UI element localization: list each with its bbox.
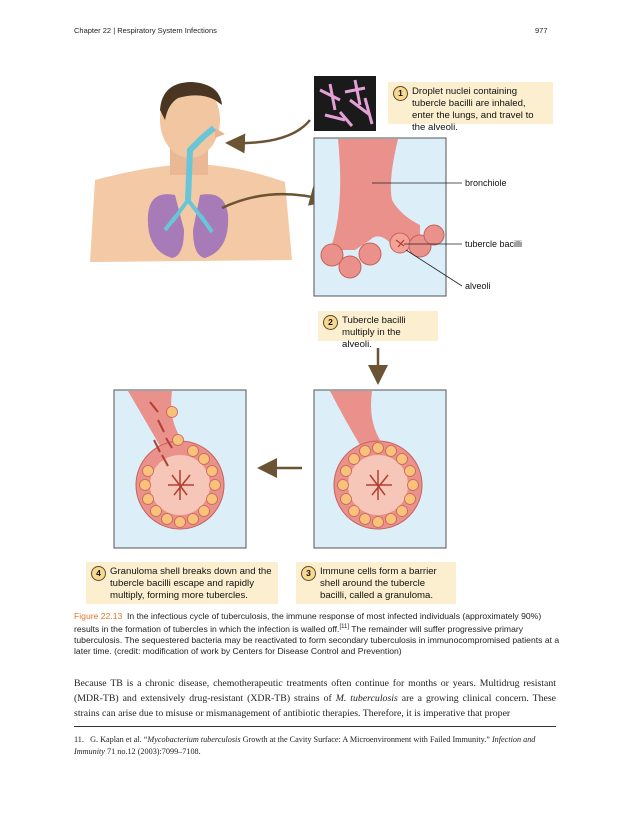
step-1-callout: 1 Droplet nuclei containing tubercle bac… xyxy=(388,82,553,133)
step-number: 1 xyxy=(393,86,408,101)
arrow-to-nose xyxy=(225,119,311,154)
human-figure xyxy=(90,82,292,262)
step-3-callout: 3 Immune cells form a barrier shell arou… xyxy=(296,562,456,604)
label-tubercle-bacilli: tubercle bacilli xyxy=(465,239,523,249)
figure-caption: Figure 22.13 In the infectious cycle of … xyxy=(74,611,560,657)
running-header: Chapter 22 | Respiratory System Infectio… xyxy=(74,26,217,35)
broken-granuloma-panel xyxy=(113,389,247,549)
step-2-callout: 2 Tubercle bacilli multiply in the alveo… xyxy=(318,311,438,350)
step-number: 4 xyxy=(91,566,106,581)
citation-ref[interactable]: [11] xyxy=(339,624,349,631)
footnote: 11. G. Kaplan et al. “Mycobacterium tube… xyxy=(74,735,536,756)
tb-infection-figure xyxy=(90,76,463,549)
granuloma-panel xyxy=(313,389,447,549)
bacteria-micrograph xyxy=(314,76,376,131)
page-number: 977 xyxy=(535,26,548,35)
step-text: Granuloma shell breaks down and the tube… xyxy=(110,566,272,601)
arrow-to-lungs xyxy=(221,186,330,210)
step-text: Droplet nuclei containing tubercle bacil… xyxy=(412,86,534,133)
figure-label: Figure 22.13 xyxy=(74,611,123,621)
step-4-callout: 4 Granuloma shell breaks down and the tu… xyxy=(86,562,278,604)
label-bronchiole: bronchiole xyxy=(465,178,507,188)
bronchiole-panel xyxy=(313,137,463,297)
step-number: 3 xyxy=(301,566,316,581)
body-paragraph: Because TB is a chronic disease, chemoth… xyxy=(74,678,556,719)
step-text: Tubercle bacilli multiply in the alveoli… xyxy=(342,315,406,350)
step-text: Immune cells form a barrier shell around… xyxy=(320,566,437,601)
label-alveoli: alveoli xyxy=(465,281,491,291)
step-number: 2 xyxy=(323,315,338,330)
footnote-divider xyxy=(74,726,556,727)
